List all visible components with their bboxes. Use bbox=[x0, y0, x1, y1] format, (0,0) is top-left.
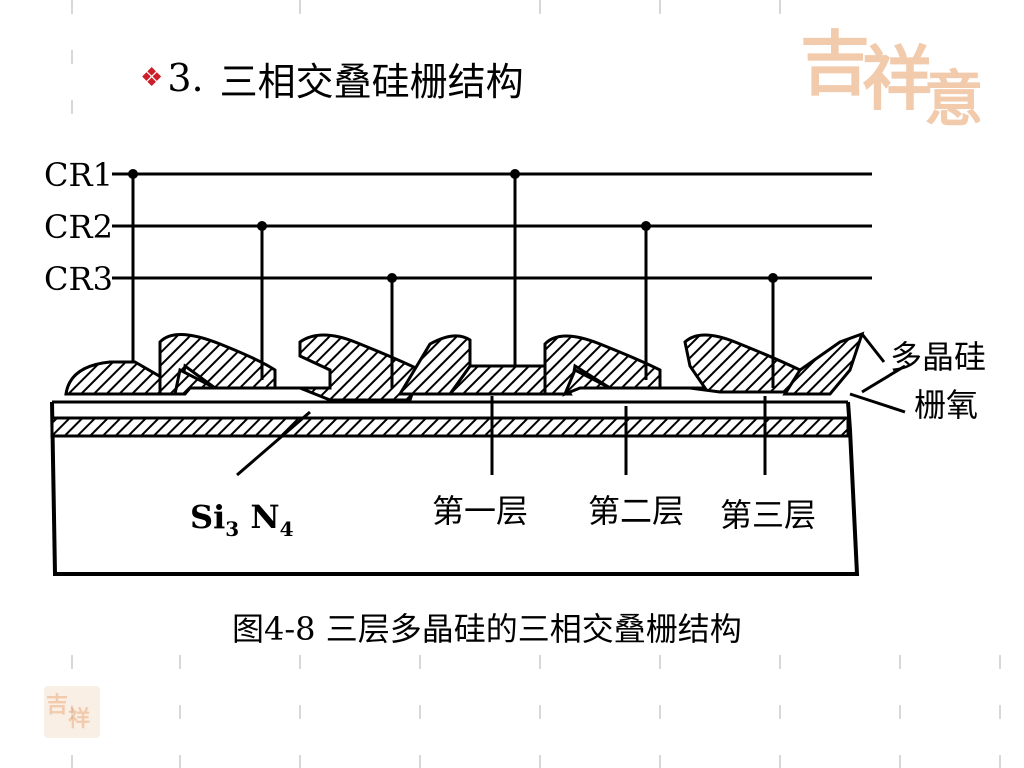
slide-title: ❖ 3. 三相交叠硅栅结构 bbox=[140, 50, 524, 106]
poly-edge-electrode bbox=[782, 331, 865, 396]
si3n4-label: Si3 N4 bbox=[190, 498, 294, 541]
cross-section-diagram: CR1 CR2 CR3 Si3 N4 多晶硅 栅氧 第一层 第二层 第三层 bbox=[44, 156, 986, 576]
layer-label-2: 第二层 bbox=[588, 492, 684, 530]
layer-label-3: 第三层 bbox=[720, 496, 816, 534]
svg-text:意: 意 bbox=[924, 65, 980, 128]
title-number: 3. bbox=[167, 56, 204, 100]
poly-layer2-electrode bbox=[158, 332, 277, 396]
diamond-bullet-icon: ❖ bbox=[140, 63, 164, 93]
poly-layer2-electrode bbox=[397, 334, 472, 396]
svg-text:祥: 祥 bbox=[862, 38, 932, 120]
gate-contacts bbox=[131, 174, 775, 388]
poly-layer2-electrode bbox=[543, 334, 662, 396]
leader-lines bbox=[236, 333, 906, 477]
svg-text:祥: 祥 bbox=[68, 706, 90, 732]
brand-logo-small: 吉 祥 bbox=[44, 686, 100, 738]
title-text: 三相交叠硅栅结构 bbox=[219, 59, 524, 104]
layer-label-1: 第一层 bbox=[432, 492, 528, 530]
polysilicon-label: 多晶硅 bbox=[890, 338, 986, 376]
svg-text:吉: 吉 bbox=[800, 23, 870, 105]
bus-label: CR2 bbox=[44, 208, 113, 246]
bus-label: CR1 bbox=[44, 156, 113, 194]
contact-dots bbox=[128, 169, 778, 283]
oxide-layer bbox=[50, 416, 850, 438]
svg-text:吉: 吉 bbox=[46, 692, 68, 718]
bus-label: CR3 bbox=[44, 260, 113, 298]
figure-caption: 图4-8 三层多晶硅的三相交叠栅结构 bbox=[232, 610, 742, 648]
brand-logo-large: 吉 祥 意 bbox=[800, 23, 980, 128]
gate-oxide-label: 栅氧 bbox=[914, 386, 978, 424]
